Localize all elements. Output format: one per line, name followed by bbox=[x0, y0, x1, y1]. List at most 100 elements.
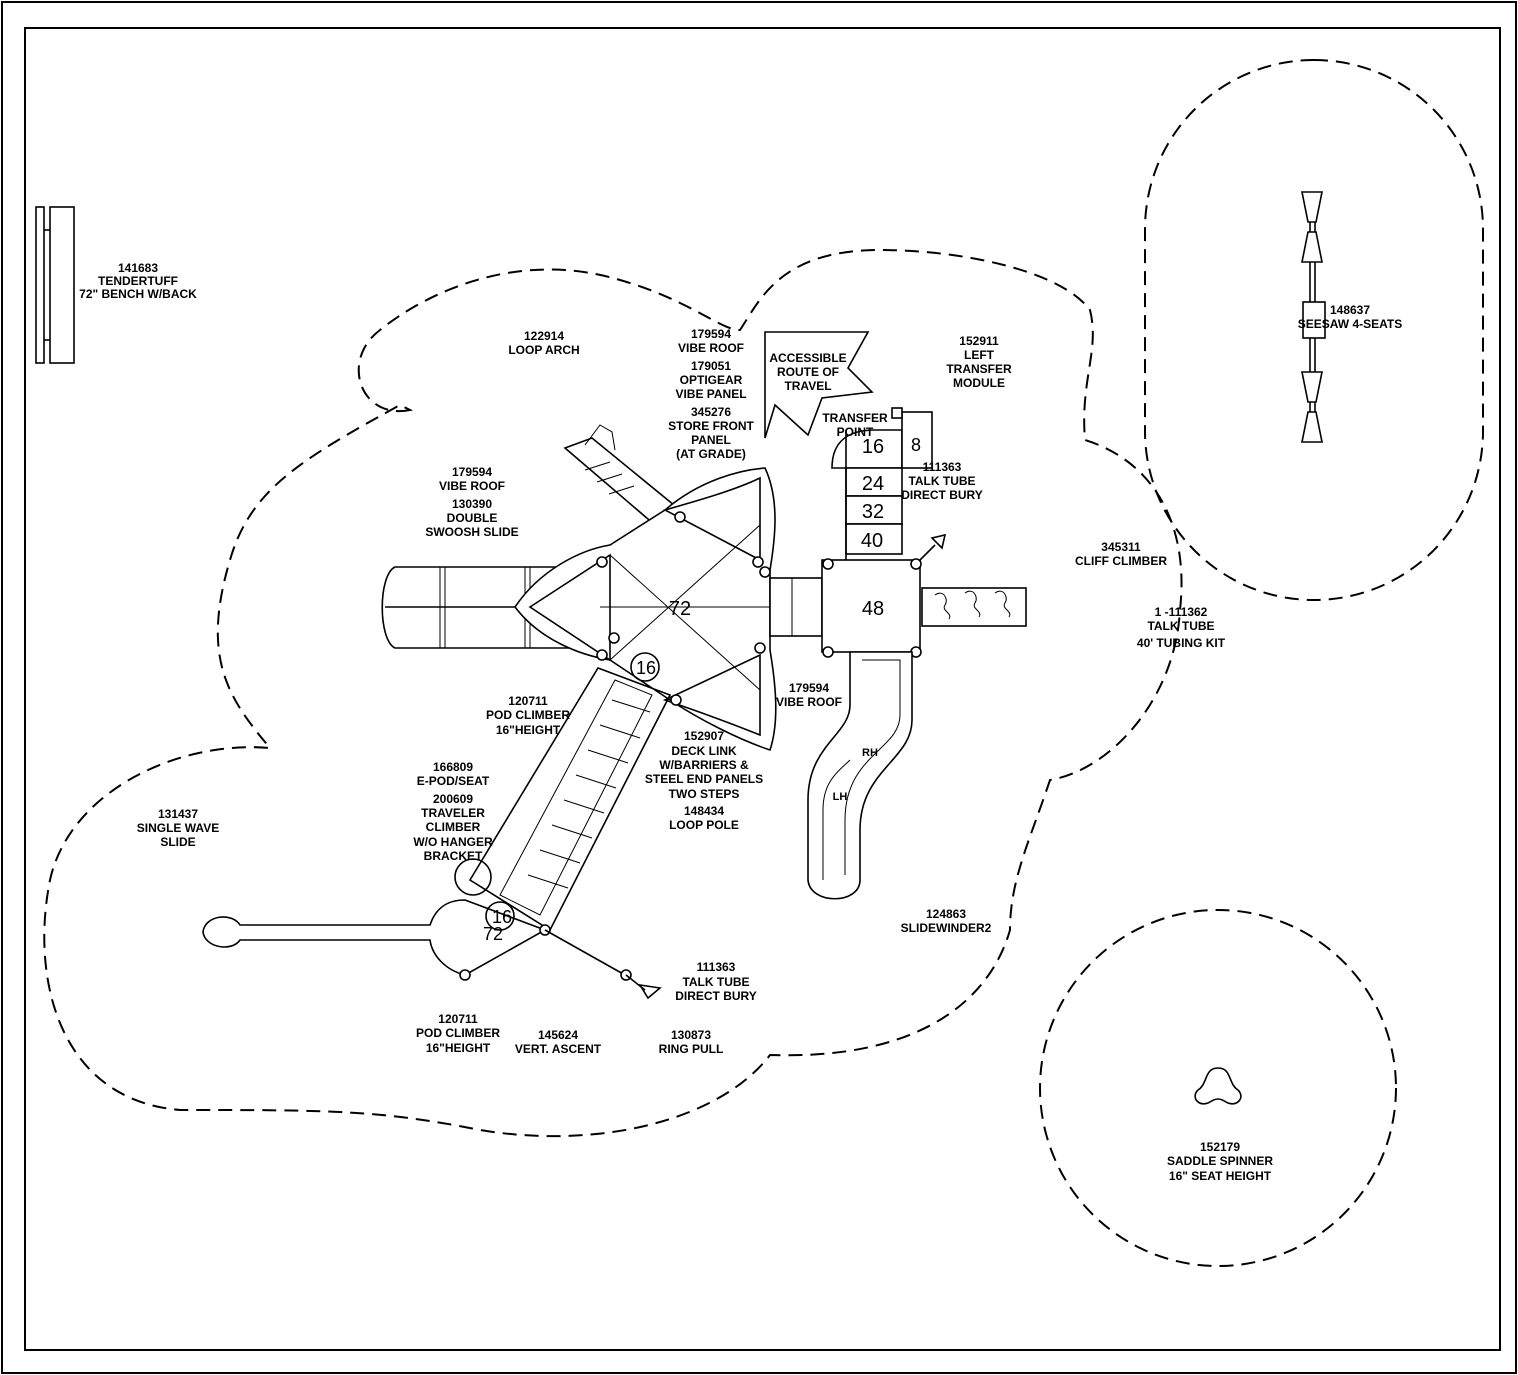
pod-climber-16b bbox=[485, 901, 515, 931]
svg-text:131437: 131437 bbox=[158, 807, 198, 821]
svg-text:STORE FRONT: STORE FRONT bbox=[668, 419, 754, 433]
pod-height-16b: 16 bbox=[492, 907, 512, 927]
svg-text:SADDLE SPINNER: SADDLE SPINNER bbox=[1167, 1154, 1273, 1168]
svg-text:TRANSFER: TRANSFER bbox=[946, 362, 1012, 376]
label-cliff-climber: 345311 CLIFF CLIMBER bbox=[1075, 540, 1167, 568]
svg-text:LOOP ARCH: LOOP ARCH bbox=[508, 343, 579, 357]
svg-text:72" BENCH W/BACK: 72" BENCH W/BACK bbox=[79, 287, 197, 301]
svg-text:166809: 166809 bbox=[433, 760, 473, 774]
svg-text:130873: 130873 bbox=[671, 1028, 711, 1042]
svg-text:179594: 179594 bbox=[452, 465, 492, 479]
label-vert-ascent: 145624 VERT. ASCENT bbox=[515, 1028, 602, 1056]
svg-text:152907: 152907 bbox=[684, 729, 724, 743]
talk-tube-top bbox=[919, 533, 947, 561]
label-talk-tube-top: 111363 TALK TUBE DIRECT BURY bbox=[901, 460, 983, 502]
svg-text:TALK TUBE: TALK TUBE bbox=[1147, 619, 1214, 633]
svg-text:POD CLIMBER: POD CLIMBER bbox=[416, 1026, 500, 1040]
svg-text:STEEL END PANELS: STEEL END PANELS bbox=[645, 772, 763, 786]
slide-mark-lh: LH bbox=[833, 791, 848, 803]
svg-text:SLIDEWINDER2: SLIDEWINDER2 bbox=[901, 921, 992, 935]
slidewinder bbox=[807, 651, 913, 900]
transfer-module bbox=[831, 407, 933, 560]
svg-text:130390: 130390 bbox=[452, 497, 492, 511]
saddle-spinner bbox=[1194, 1067, 1242, 1105]
svg-text:W/BARRIERS &: W/BARRIERS & bbox=[659, 758, 749, 772]
svg-text:W/O HANGER: W/O HANGER bbox=[413, 835, 493, 849]
svg-text:124863: 124863 bbox=[926, 907, 966, 921]
svg-text:16"HEIGHT: 16"HEIGHT bbox=[426, 1041, 491, 1055]
svg-text:TRAVELER: TRAVELER bbox=[421, 806, 485, 820]
svg-text:179594: 179594 bbox=[789, 681, 829, 695]
svg-text:179594: 179594 bbox=[691, 327, 731, 341]
label-loop-arch: 122914 LOOP ARCH bbox=[508, 329, 579, 357]
svg-text:111363: 111363 bbox=[923, 460, 962, 474]
label-slidewinder: 124863 SLIDEWINDER2 bbox=[901, 907, 992, 935]
ring-pull bbox=[544, 929, 662, 1000]
label-vibe-roof-right: 179594 VIBE ROOF bbox=[776, 681, 842, 709]
svg-text:148637: 148637 bbox=[1330, 303, 1370, 317]
svg-text:POINT: POINT bbox=[837, 425, 874, 439]
pod-height-16a: 16 bbox=[636, 658, 656, 678]
svg-text:CLIFF CLIMBER: CLIFF CLIMBER bbox=[1075, 554, 1167, 568]
svg-text:(AT GRADE): (AT GRADE) bbox=[676, 447, 746, 461]
svg-text:LOOP POLE: LOOP POLE bbox=[669, 818, 739, 832]
label-single-wave: 131437 SINGLE WAVE SLIDE bbox=[137, 807, 219, 849]
svg-text:16"HEIGHT: 16"HEIGHT bbox=[496, 723, 561, 737]
svg-text:DOUBLE: DOUBLE bbox=[447, 511, 498, 525]
label-left-transfer: 152911 LEFT TRANSFER MODULE bbox=[946, 334, 1012, 390]
svg-text:VIBE ROOF: VIBE ROOF bbox=[678, 341, 744, 355]
step-height-24: 24 bbox=[862, 473, 884, 495]
label-pod-climber-bottom: 120711 POD CLIMBER 16"HEIGHT bbox=[416, 1012, 500, 1055]
svg-text:120711: 120711 bbox=[438, 1012, 478, 1026]
label-epod: 166809 E-POD/SEAT 200609 TRAVELER CLIMBE… bbox=[413, 760, 493, 863]
label-bench: 141683 TENDERTUFF 72" BENCH W/BACK bbox=[79, 261, 197, 301]
label-ring-pull: 130873 RING PULL bbox=[659, 1028, 724, 1056]
svg-text:SLIDE: SLIDE bbox=[160, 835, 195, 849]
svg-text:111363: 111363 bbox=[697, 960, 736, 974]
svg-text:141683: 141683 bbox=[118, 261, 158, 275]
label-saddle-spinner: 152179 SADDLE SPINNER 16" SEAT HEIGHT bbox=[1167, 1140, 1273, 1183]
label-tubing-kit: 1 -111362 TALK TUBE 40' TUBING KIT bbox=[1137, 605, 1226, 650]
label-pod-climber-mid: 120711 POD CLIMBER 16"HEIGHT bbox=[486, 694, 570, 737]
svg-text:VERT. ASCENT: VERT. ASCENT bbox=[515, 1042, 602, 1056]
svg-text:TALK TUBE: TALK TUBE bbox=[908, 474, 975, 488]
seesaw bbox=[1301, 191, 1326, 443]
svg-text:POD CLIMBER: POD CLIMBER bbox=[486, 708, 570, 722]
main-use-zone bbox=[43, 248, 1183, 1138]
svg-text:345276: 345276 bbox=[691, 405, 731, 419]
svg-text:BRACKET: BRACKET bbox=[424, 849, 483, 863]
svg-text:TENDERTUFF: TENDERTUFF bbox=[98, 274, 178, 288]
svg-text:SEESAW 4-SEATS: SEESAW 4-SEATS bbox=[1298, 317, 1402, 331]
svg-text:DECK LINK: DECK LINK bbox=[671, 744, 737, 758]
deck-link-bridge bbox=[769, 577, 823, 637]
label-deck-link: 152907 DECK LINK W/BARRIERS & STEEL END … bbox=[645, 729, 763, 832]
label-talk-tube-bottom: 111363 TALK TUBE DIRECT BURY bbox=[675, 960, 757, 1003]
accessible-route-flag bbox=[764, 331, 874, 439]
svg-text:DIRECT BURY: DIRECT BURY bbox=[675, 989, 757, 1003]
svg-text:MODULE: MODULE bbox=[953, 376, 1005, 390]
svg-text:VIBE ROOF: VIBE ROOF bbox=[776, 695, 842, 709]
drawing-frame bbox=[24, 27, 1501, 1351]
spinner-use-zone bbox=[1039, 909, 1397, 1267]
pod-climber-16a bbox=[630, 652, 660, 682]
deck-height-72: 72 bbox=[669, 598, 691, 620]
svg-text:TRANSFER: TRANSFER bbox=[822, 411, 888, 425]
step-height-8: 8 bbox=[911, 435, 921, 455]
svg-text:SWOOSH SLIDE: SWOOSH SLIDE bbox=[425, 525, 518, 539]
label-accessible-route: ACCESSIBLE ROUTE OF TRAVEL bbox=[769, 351, 846, 393]
svg-text:LEFT: LEFT bbox=[964, 348, 995, 362]
svg-text:152911: 152911 bbox=[959, 334, 999, 348]
svg-text:OPTIGEAR: OPTIGEAR bbox=[680, 373, 743, 387]
svg-text:1 -111362: 1 -111362 bbox=[1155, 605, 1208, 619]
step-height-40: 40 bbox=[861, 530, 883, 552]
svg-text:TALK TUBE: TALK TUBE bbox=[682, 975, 749, 989]
svg-text:16" SEAT HEIGHT: 16" SEAT HEIGHT bbox=[1169, 1169, 1272, 1183]
svg-text:148434: 148434 bbox=[684, 804, 724, 818]
svg-text:345311: 345311 bbox=[1101, 540, 1141, 554]
svg-text:40' TUBING KIT: 40' TUBING KIT bbox=[1137, 636, 1226, 650]
label-vibe-roof-top: 179594 VIBE ROOF 179051 OPTIGEAR VIBE PA… bbox=[668, 327, 754, 461]
svg-text:VIBE PANEL: VIBE PANEL bbox=[675, 387, 746, 401]
label-double-slide: 179594 VIBE ROOF 130390 DOUBLE SWOOSH SL… bbox=[425, 465, 518, 539]
svg-text:CLIMBER: CLIMBER bbox=[426, 820, 481, 834]
